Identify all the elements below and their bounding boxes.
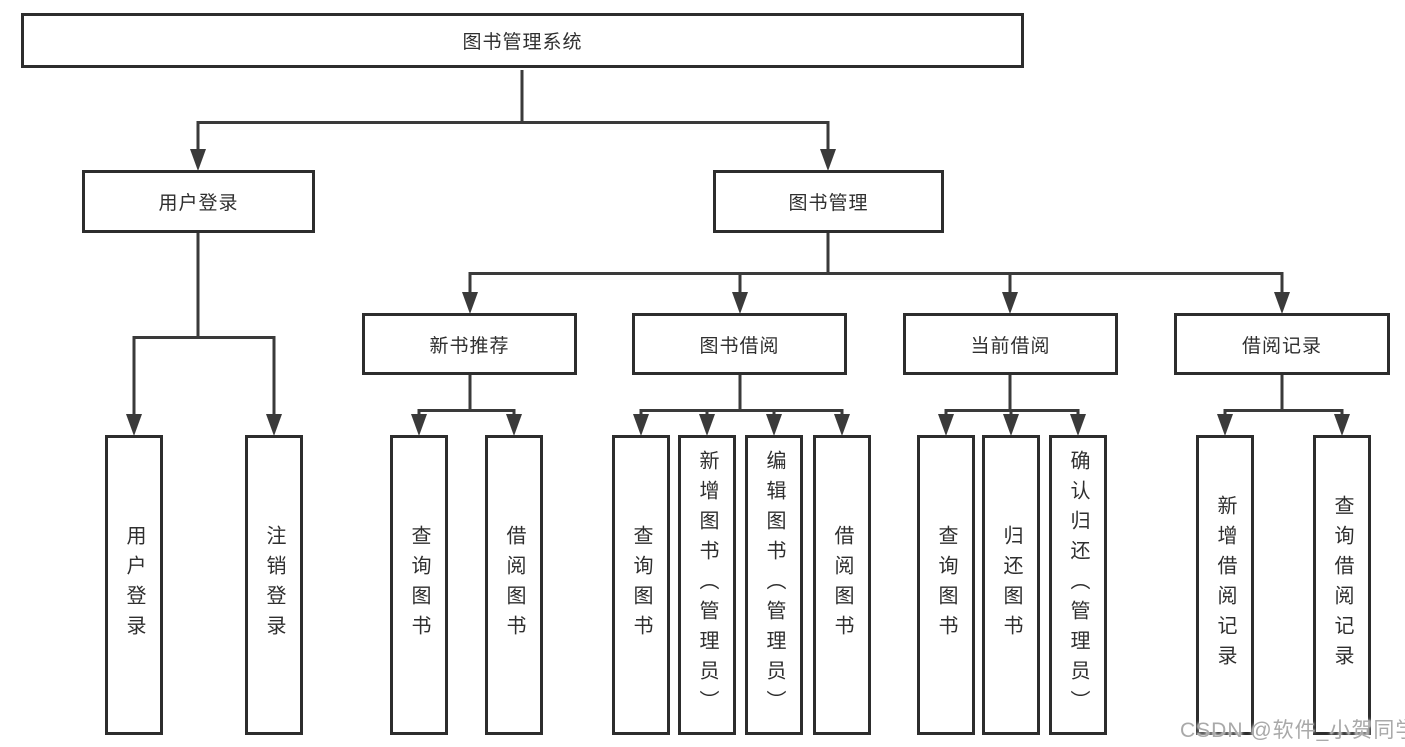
leaf-label: 借阅图书 bbox=[831, 525, 853, 645]
leaf-label: 借阅图书 bbox=[503, 525, 525, 645]
arrowheads bbox=[126, 149, 1350, 436]
leaf-add-borrow-record: 新增借阅记录 bbox=[1196, 435, 1254, 735]
leaf-label: 查询图书 bbox=[408, 525, 430, 645]
node-label: 用户登录 bbox=[158, 193, 239, 214]
node-user-login: 用户登录 bbox=[82, 170, 315, 233]
leaf-label: 确认归还（管理员） bbox=[1067, 450, 1089, 720]
node-borrowing-records: 借阅记录 bbox=[1174, 313, 1390, 375]
node-library-management-system: 图书管理系统 bbox=[21, 13, 1024, 68]
leaf-label: 编辑图书（管理员） bbox=[763, 450, 785, 720]
leaf-label: 注销登录 bbox=[263, 525, 285, 645]
node-current-borrowing: 当前借阅 bbox=[903, 313, 1118, 375]
node-label: 新书推荐 bbox=[429, 335, 510, 357]
leaf-query-books-current: 查询图书 bbox=[917, 435, 975, 735]
leaf-logout: 注销登录 bbox=[245, 435, 303, 735]
node-label: 图书管理系统 bbox=[462, 32, 583, 53]
leaf-user-login: 用户登录 bbox=[105, 435, 163, 735]
node-label: 图书借阅 bbox=[699, 335, 780, 357]
leaf-label: 归还图书 bbox=[1000, 525, 1022, 645]
leaf-add-books-admin: 新增图书（管理员） bbox=[678, 435, 736, 735]
node-label: 当前借阅 bbox=[970, 335, 1051, 357]
leaf-edit-books-admin: 编辑图书（管理员） bbox=[745, 435, 803, 735]
leaf-label: 查询借阅记录 bbox=[1331, 495, 1353, 675]
leaf-label: 新增借阅记录 bbox=[1214, 495, 1236, 675]
leaf-query-borrow-record: 查询借阅记录 bbox=[1313, 435, 1371, 735]
leaf-query-books-recommend: 查询图书 bbox=[390, 435, 448, 735]
leaf-label: 查询图书 bbox=[935, 525, 957, 645]
leaf-label: 查询图书 bbox=[630, 525, 652, 645]
node-label: 借阅记录 bbox=[1241, 335, 1322, 357]
node-new-book-recommendation: 新书推荐 bbox=[362, 313, 577, 375]
node-book-borrowing: 图书借阅 bbox=[632, 313, 847, 375]
csdn-watermark: CSDN @软件_小贺同学 bbox=[1180, 719, 1405, 742]
leaf-return-books: 归还图书 bbox=[982, 435, 1040, 735]
leaf-borrow-books: 借阅图书 bbox=[813, 435, 871, 735]
leaf-query-books-borrowing: 查询图书 bbox=[612, 435, 670, 735]
node-book-management: 图书管理 bbox=[713, 170, 944, 233]
node-label: 图书管理 bbox=[788, 193, 869, 214]
leaf-label: 新增图书（管理员） bbox=[696, 450, 718, 720]
leaf-confirm-return-admin: 确认归还（管理员） bbox=[1049, 435, 1107, 735]
leaf-label: 用户登录 bbox=[123, 525, 145, 645]
leaf-borrow-books-recommend: 借阅图书 bbox=[485, 435, 543, 735]
